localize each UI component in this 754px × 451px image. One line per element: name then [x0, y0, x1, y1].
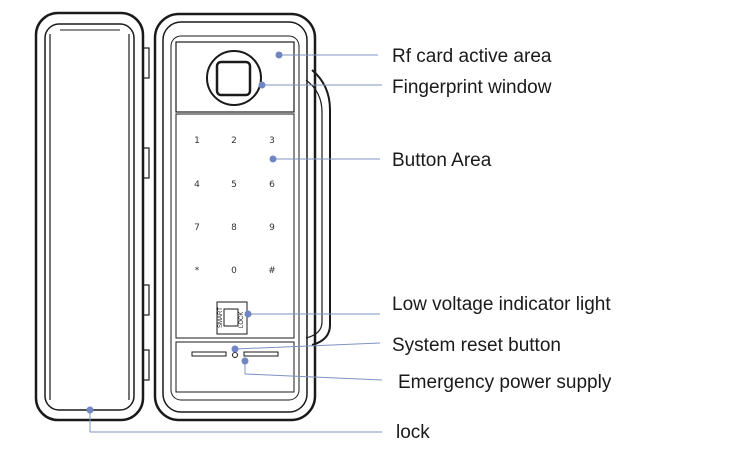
- lock-main-body: [153, 12, 331, 422]
- badge-lock-text: LOCK: [239, 312, 245, 328]
- key-6[interactable]: 6: [269, 180, 275, 190]
- callout-rf-card: Rf card active area: [392, 46, 552, 67]
- fingerprint-window: [206, 50, 262, 106]
- key-1[interactable]: 1: [194, 136, 200, 146]
- lock-receiver: [34, 11, 150, 422]
- leaders: [86, 51, 383, 433]
- callout-reset: System reset button: [392, 335, 561, 356]
- keypad: 1 2 3 4 5 6 7 8 9 * 0 #: [194, 136, 276, 276]
- key-star[interactable]: *: [195, 266, 200, 276]
- key-9[interactable]: 9: [269, 223, 275, 233]
- key-8[interactable]: 8: [231, 223, 237, 233]
- callout-low-voltage: Low voltage indicator light: [392, 294, 611, 315]
- key-2[interactable]: 2: [231, 136, 237, 146]
- key-5[interactable]: 5: [231, 180, 237, 190]
- callout-button-area: Button Area: [392, 150, 492, 171]
- key-hash[interactable]: #: [268, 266, 276, 276]
- reset-hole[interactable]: [232, 352, 238, 358]
- key-7[interactable]: 7: [194, 223, 200, 233]
- callout-lock: lock: [396, 422, 430, 443]
- callout-fingerprint: Fingerprint window: [392, 77, 552, 98]
- key-0[interactable]: 0: [231, 266, 237, 276]
- smart-lock-badge: SMART LOCK: [216, 301, 248, 335]
- key-3[interactable]: 3: [269, 136, 275, 146]
- badge-smart-text: SMART: [218, 307, 224, 328]
- callout-emergency: Emergency power supply: [398, 372, 612, 393]
- key-4[interactable]: 4: [194, 180, 200, 190]
- bottom-controls: [191, 351, 279, 358]
